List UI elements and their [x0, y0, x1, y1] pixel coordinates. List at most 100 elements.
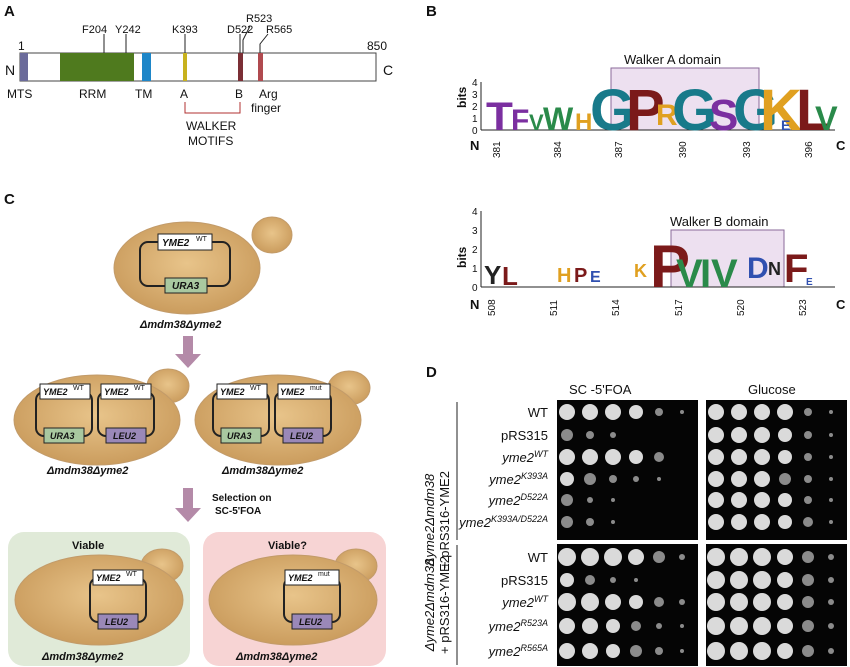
yeast-spot — [629, 450, 643, 464]
yeast-spot — [802, 596, 814, 608]
yme2-ml-2-label: YME2 — [104, 387, 129, 397]
yeast-spot — [708, 449, 724, 465]
logo-b-letter-k: K — [634, 261, 647, 281]
yeast-spot — [802, 645, 814, 657]
strain-row-label: yme2R523A — [488, 618, 548, 634]
yeast-spot — [582, 643, 598, 659]
top-ytick-3: 3 — [472, 90, 478, 101]
viable-label: Viable — [72, 540, 104, 552]
walker-b-title: Walker B domain — [670, 214, 769, 229]
yeast-spot — [559, 404, 575, 420]
top-n-label: N — [470, 138, 479, 153]
mts-label: MTS — [7, 87, 32, 101]
yeast-spot — [611, 520, 615, 524]
yeast-spot — [634, 578, 638, 582]
logo-b-letter-d: D — [747, 252, 769, 285]
yeast-spot — [731, 449, 747, 465]
yme2-wt-sup: WT — [196, 236, 208, 243]
yeast-spot — [802, 620, 814, 632]
yeast-spot — [587, 497, 593, 503]
arg-finger-label-2: finger — [251, 101, 281, 115]
yeast-spot — [777, 618, 793, 634]
bottom-ytick-2: 2 — [472, 245, 478, 256]
strain-allele-superscript: WT — [534, 449, 549, 459]
yeast-spot — [633, 476, 639, 482]
yeast-spot — [730, 548, 748, 566]
col-sc-5foa-label: SC -5'FOA — [569, 382, 632, 397]
yeast-spot — [731, 471, 747, 487]
strain-name: yme2 — [501, 450, 535, 465]
col-glucose-label: Glucose — [748, 382, 796, 397]
yeast-spot — [605, 594, 621, 610]
yeast-spot — [778, 515, 792, 529]
yeast-spot — [653, 551, 665, 563]
yme2-br-sup: mut — [318, 571, 330, 578]
top-xtick-381: 381 — [492, 141, 503, 158]
yme2-ml-1-sup: WT — [73, 385, 85, 392]
c-terminus-label: C — [383, 62, 393, 78]
yeast-spot — [828, 577, 834, 583]
cell-br-body — [208, 554, 378, 646]
yeast-spot — [829, 498, 833, 502]
yeast-spot — [561, 516, 573, 528]
yeast-spot — [777, 572, 793, 588]
yme2-wt-box — [157, 233, 213, 251]
leu2-box-bl — [97, 613, 139, 630]
strain-name: pRS315 — [501, 428, 548, 443]
yeast-spot — [754, 427, 770, 443]
strain-bottom-left: Δmdm38Δyme2 — [41, 651, 123, 663]
yeast-spot — [778, 428, 792, 442]
strain-allele-superscript: R565A — [520, 643, 548, 653]
yme2-mr-2-sup: mut — [310, 385, 322, 392]
yeast-spot — [707, 593, 725, 611]
logo-b-letter-f: F — [784, 247, 808, 291]
bottom-xtick-508: 508 — [487, 299, 498, 316]
yeast-spot — [731, 492, 747, 508]
yme2-br-label: YME2 — [288, 573, 313, 583]
yeast-spot — [708, 404, 724, 420]
logo-b-letter-v1: V — [676, 252, 703, 296]
yeast-spot — [777, 404, 793, 420]
ura3-box-mr — [220, 427, 262, 444]
yeast-spot — [654, 597, 664, 607]
yeast-spot — [753, 642, 771, 660]
walker-b-label: B — [235, 87, 243, 101]
down-arrow-2 — [175, 488, 201, 522]
logo-letter-s: S — [709, 91, 738, 140]
bottom-xtick-514: 514 — [611, 299, 622, 316]
n-terminus-label: N — [5, 62, 15, 78]
strain-name: WT — [528, 550, 548, 565]
rrm-region — [60, 53, 134, 81]
yeast-spot — [754, 471, 770, 487]
spot-array — [558, 404, 834, 660]
strain-row-label: yme2WT — [501, 594, 549, 610]
strain-row-label: yme2D522A — [488, 492, 548, 508]
yme2-mr-1-sup: WT — [250, 385, 262, 392]
strain-row-label: pRS315 — [501, 573, 548, 588]
bottom-xtick-517: 517 — [674, 299, 685, 316]
yeast-spot — [585, 575, 595, 585]
panel-c: C YME2 WT URA3 Δmdm38Δyme2 YME2 WT YME2 — [4, 191, 386, 666]
yme2-mr-1-label: YME2 — [220, 387, 245, 397]
r523-label: R523 — [246, 13, 272, 25]
yeast-spot — [586, 518, 594, 526]
yeast-spot — [802, 551, 814, 563]
yeast-spot — [680, 624, 684, 628]
group2-side-line1: Δyme2Δmdm38 — [422, 558, 437, 652]
yeast-spot — [731, 404, 747, 420]
strain-top: Δmdm38Δyme2 — [139, 319, 221, 331]
top-xtick-390: 390 — [678, 141, 689, 158]
yeast-spot — [707, 548, 725, 566]
yeast-spot — [803, 517, 813, 527]
yme2-wt-label: YME2 — [162, 238, 190, 249]
yeast-spot — [804, 496, 812, 504]
yeast-spot — [655, 647, 663, 655]
yeast-spot — [606, 619, 620, 633]
yeast-spot — [753, 548, 771, 566]
yeast-spot — [753, 593, 771, 611]
yeast-spot — [655, 408, 663, 416]
yeast-spot — [561, 429, 573, 441]
logo-letter-l: L — [796, 78, 831, 143]
yeast-spot — [708, 427, 724, 443]
